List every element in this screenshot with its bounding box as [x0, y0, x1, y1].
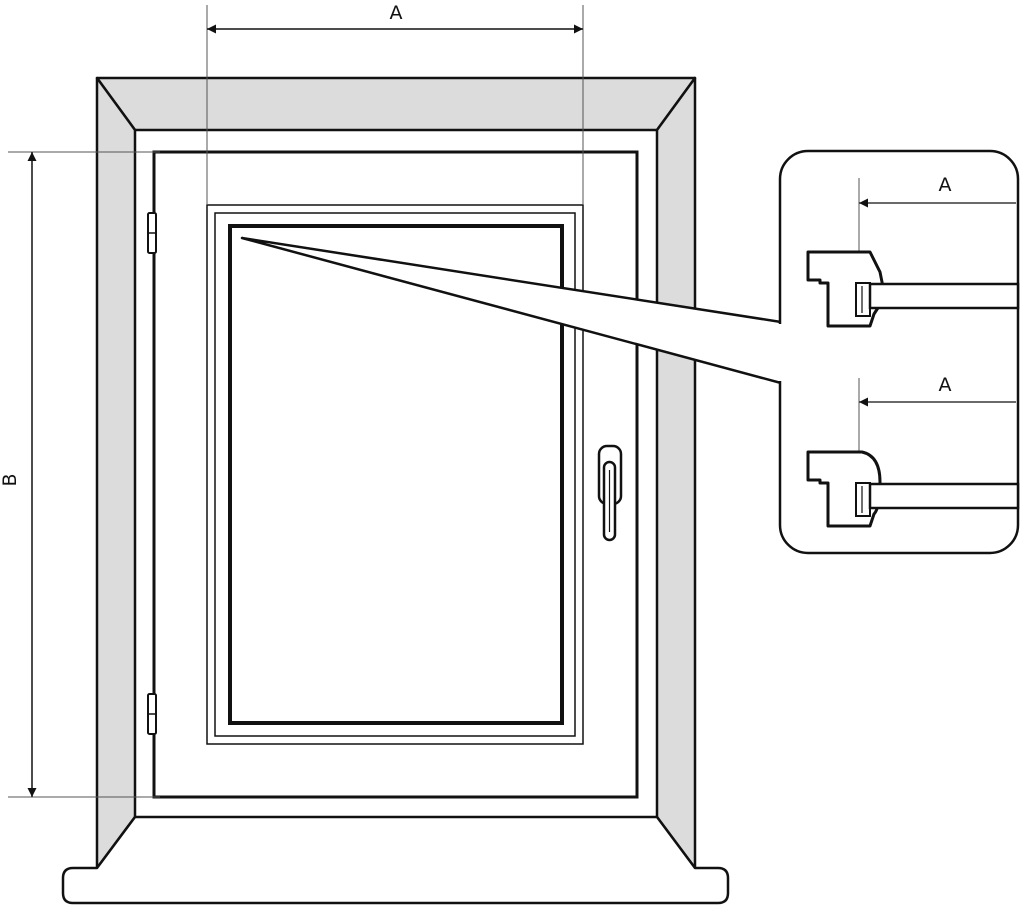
glass-bead-outer: [206, 204, 584, 745]
wall-frame: [95, 76, 697, 870]
wall-frame-left: [95, 76, 137, 870]
window-handle: [597, 444, 623, 542]
window-sill: [61, 815, 730, 905]
dimension-a-label: A: [390, 2, 403, 24]
detail-profile-bottom: [806, 378, 1020, 528]
detail-bottom-label: A: [939, 374, 952, 396]
glass-bead-inner: [214, 212, 576, 737]
detail-top-label: A: [939, 174, 952, 196]
dimension-a-main: [206, 5, 584, 205]
detail-profile-top: [806, 178, 1020, 328]
dimension-b-main: [8, 151, 160, 798]
wall-frame-right: [655, 76, 697, 870]
hinge-bottom: [147, 693, 157, 735]
hinge-top: [147, 212, 157, 254]
wall-frame-top: [95, 76, 697, 132]
dimension-b-label: B: [0, 473, 21, 486]
